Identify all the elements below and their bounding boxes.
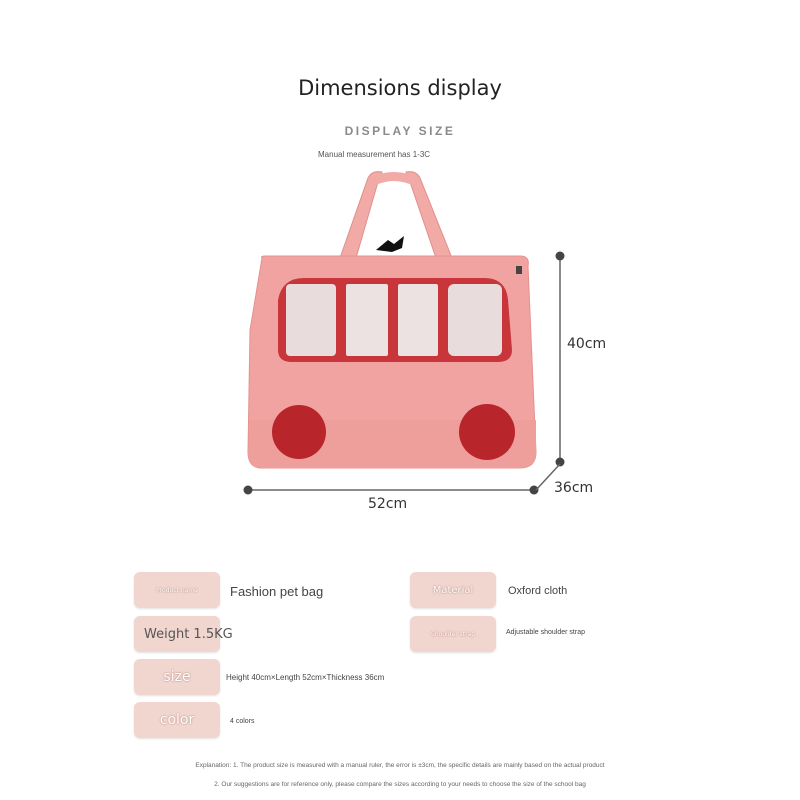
pet-bag-illustration — [243, 171, 565, 495]
depth-label: 36cm — [554, 480, 594, 496]
footer-explanation-2: 2. Our suggestions are for reference onl… — [214, 781, 586, 788]
spec-value-material: Oxford cloth — [508, 585, 568, 597]
spec-value-shoulder-strap: Adjustable shoulder strap — [506, 629, 585, 636]
footer-explanation-1: Explanation: 1. The product size is meas… — [195, 762, 605, 769]
spec-key-size: size — [134, 659, 220, 695]
width-label: 52cm — [368, 496, 408, 512]
depth-dimension-line — [535, 463, 561, 491]
spec-key-material: Material — [410, 572, 496, 608]
spec-value-size: Height 40cm×Length 52cm×Thickness 36cm — [226, 673, 385, 682]
bag-wheel-right — [459, 404, 515, 460]
bag-handle-top — [368, 172, 420, 186]
spec-key-weight: Weight 1.5KG — [134, 616, 233, 652]
page-subtitle: DISPLAY SIZE — [344, 124, 456, 138]
spec-key-color: color — [134, 702, 220, 738]
height-label: 40cm — [567, 336, 607, 352]
measurement-note: Manual measurement has 1-3C — [318, 150, 431, 159]
zipper-pull-icon — [376, 236, 404, 252]
spec-value-product-name: Fashion pet bag — [230, 584, 324, 599]
spec-value-color: 4 colors — [230, 718, 255, 725]
spec-key-shoulder-strap: Shoulder strap — [410, 616, 496, 652]
mesh-pane-2 — [346, 284, 388, 356]
spec-key-product-name: Product name — [134, 572, 220, 608]
mesh-pane-1 — [286, 284, 336, 356]
bag-wheel-left — [272, 405, 326, 459]
mesh-pane-4 — [448, 284, 502, 356]
page-title: Dimensions display — [298, 76, 502, 100]
mesh-pane-3 — [398, 284, 438, 356]
